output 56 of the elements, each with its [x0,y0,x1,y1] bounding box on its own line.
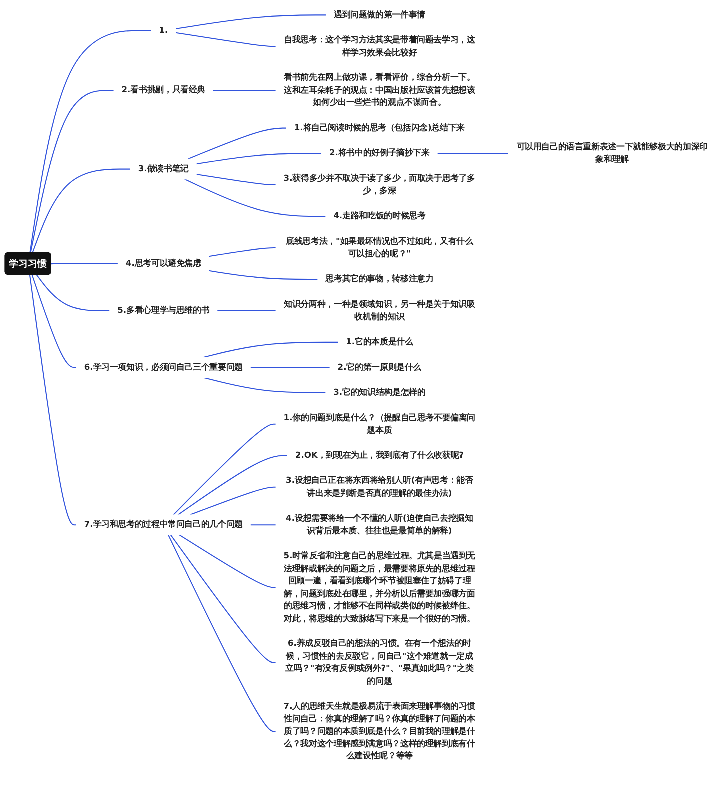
node-text: 7.学习和思考的过程中常问自己的几个问题 [84,520,243,530]
connector [176,32,276,48]
node-text: 4.设想需要将给一个不懂的人听(迫使自己去挖掘知识背后最本质、往往也是最简单的解释) [286,514,474,536]
node-text: 6.学习一项知识，必须问自己三个重要问题 [84,362,243,372]
connector [170,534,276,664]
node-text: 3.它的知识结构是怎样的 [334,388,426,398]
node-text: 1. [159,26,168,36]
connector [168,534,276,732]
connector [190,486,276,516]
node-text: 思考其它的事物，转移注意力 [326,274,434,284]
connector [196,174,276,186]
connector [30,90,114,254]
connector [179,534,276,588]
node-text: 5.时常反省和注意自己的思维过程。尤其是当遇到无法理解或解决的问题之后，最需要将原先的思维过程回顾一遍，看看到底哪个环节被阻塞住了妨碍了理解，问题到底处在哪里，并分析以后需要加强哪方面的思维习惯，才能够不在同样或类似的时候被绊住。对此，将思维的大致脉络写下来是一个很好的习惯。 [284,552,476,624]
connector [208,248,276,258]
node-text: 3.做读书笔记 [138,164,189,174]
connector [208,270,318,280]
connector [217,310,276,312]
connector [188,128,287,160]
node-text: 1.它的本质是什么 [346,337,414,348]
node-text: 1.你的问题到底是什么？（提醒自己思考不要偏离问题本质 [284,413,476,436]
node-text: 3.设想自己正在将东西将给别人听(有声思考：能否讲出来是判断是否真的理解的最佳办法) [286,476,474,498]
connector [32,168,131,254]
connector [203,342,338,358]
connector [30,30,152,254]
connector [176,14,326,30]
connector [438,153,509,154]
node-text: 底线思考法，"如果最坏情况也不过如此，又有什么可以担心的呢？" [286,236,474,259]
node-text: 7.人的思维天生就是极易流于表面来理解事物的习惯性问自己：你真的理解了吗？你真的理解了问题的本质了吗？问题的本质到底是什么？目前我的理解是什么？我对这个理解感到满意吗？这样的理解到底有什么建设性呢？等等 [284,702,476,762]
connector [173,424,276,516]
connector [213,90,276,92]
node-text: 6.养成反驳自己的想法的习惯。在有一个想法的时候，习惯性的去反驳它，问自己"这个难道就一定成立吗？"有没有反例或例外?"、"果真如此吗？"之类的问题 [286,639,474,686]
node-text: 遇到问题做的第一件事情 [334,10,426,20]
connector [184,178,326,218]
node-text: 自我思考：这个学习方法其实是带着问题去学习，这样学习效果会比较好 [284,35,476,58]
connector [178,455,288,516]
node-text: 知识分两种，一种是领域知识，另一种是关于知识吸收机制的知识 [284,300,476,322]
connector [250,524,276,526]
node-text: 2.OK，到现在为止，我到底有了什么收获呢? [295,450,464,461]
node-text: 5.多看心理学与思维的书 [118,306,210,316]
connector [196,153,322,165]
node-text: 4.思考可以避免焦虑 [126,258,202,268]
node-text: 看书前先在网上做功课，看看评价，综合分析一下。这和左耳朵耗子的观点：中国出版社应该首先想想该如何少出一些烂书的观点不谋而合。 [284,73,476,108]
node-text: 2.看书挑剔，只看经典 [122,86,206,96]
node-text: 可以用自己的语言重新表述一下就能够极大的加深印象和理解 [516,142,708,164]
node-text: 4.走路和吃饭的时候思考 [334,212,426,222]
node-text: 1.将自己阅读时候的思考（包括闪念)总结下来 [294,123,465,133]
node-text: 2.它的第一原则是什么 [338,362,422,372]
node-text: 2.将书中的好例子摘抄下来 [330,148,430,158]
connector [250,367,330,368]
connector [51,263,118,265]
connector [203,377,326,394]
connector [29,275,77,526]
connector [32,274,77,368]
node-text: 3.获得多少并不取决于读了多少，而取决于思考了多少，多深 [284,174,476,196]
connector [36,274,110,312]
